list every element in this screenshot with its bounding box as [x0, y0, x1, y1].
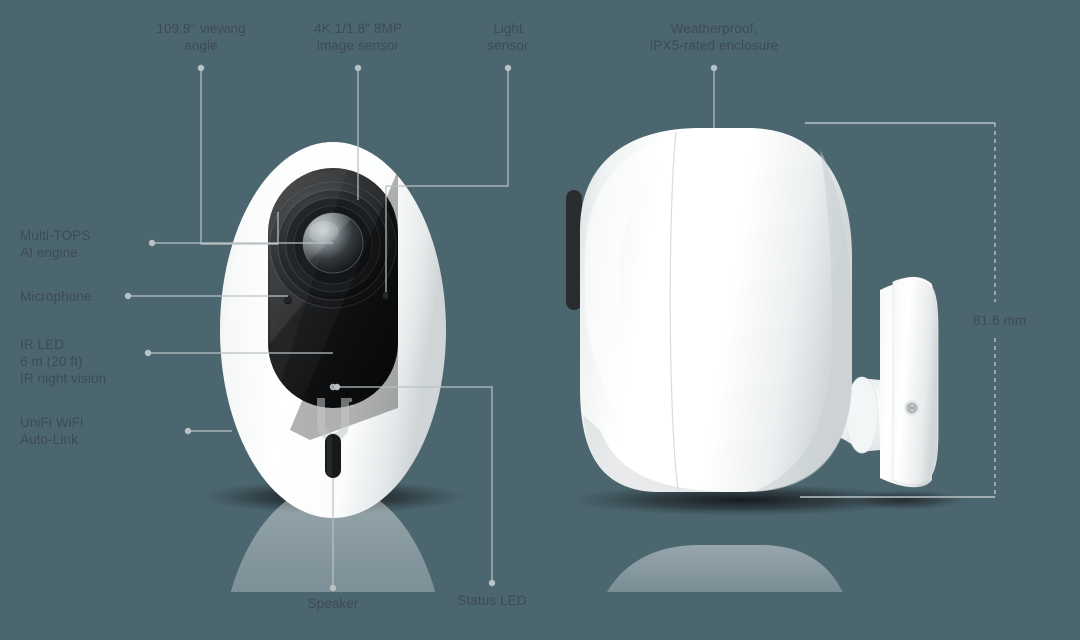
- mount-neck: [800, 378, 900, 452]
- camera-lens: [269, 181, 397, 309]
- callout-ai-engine: Multi-TOPS AI engine: [20, 228, 91, 260]
- status-led: [329, 383, 337, 391]
- callout-viewing-angle: 109.9° viewing angle: [156, 21, 246, 53]
- microphone-hole: [283, 295, 293, 305]
- lens-glass: [303, 213, 363, 273]
- callout-image-sensor: 4K 1/1.8" 8MP image sensor: [314, 21, 402, 53]
- front-camera-body: [199, 142, 467, 592]
- callout-microphone: Microphone: [20, 289, 92, 304]
- callout-light-sensor: Light sensor: [487, 21, 529, 53]
- light-sensor-window: [383, 292, 388, 299]
- side-lens-edge: [566, 190, 582, 310]
- callout-ir-led: IR LED 6 m (20 ft) IR night vision: [20, 337, 107, 386]
- front-housing: [220, 142, 446, 518]
- housing-seam: [669, 131, 679, 491]
- callout-wifi: UniFi WiFi Auto-Link: [20, 415, 84, 447]
- wall-mount-disc: [892, 277, 939, 485]
- wall-mount: [880, 279, 932, 488]
- front-reflection: [230, 500, 436, 592]
- leader-lines: [124, 64, 718, 592]
- front-shadow: [199, 480, 467, 514]
- callout-enclosure: Weatherproof, IPX5-rated enclosure: [649, 21, 779, 53]
- lens-panel: [268, 168, 398, 408]
- callout-speaker: Speaker: [307, 596, 359, 611]
- dimension-height-label: 81.6 mm: [973, 313, 1027, 328]
- side-shadow: [567, 484, 917, 516]
- speaker-slot: [325, 434, 341, 478]
- side-camera-body: [566, 128, 965, 592]
- height-dimension: [800, 122, 996, 498]
- ubiquiti-logo: [317, 397, 354, 441]
- callout-status-led: Status LED: [457, 593, 527, 608]
- mount-screw: [904, 400, 920, 416]
- side-housing: [580, 128, 852, 492]
- side-reflection: [607, 545, 843, 592]
